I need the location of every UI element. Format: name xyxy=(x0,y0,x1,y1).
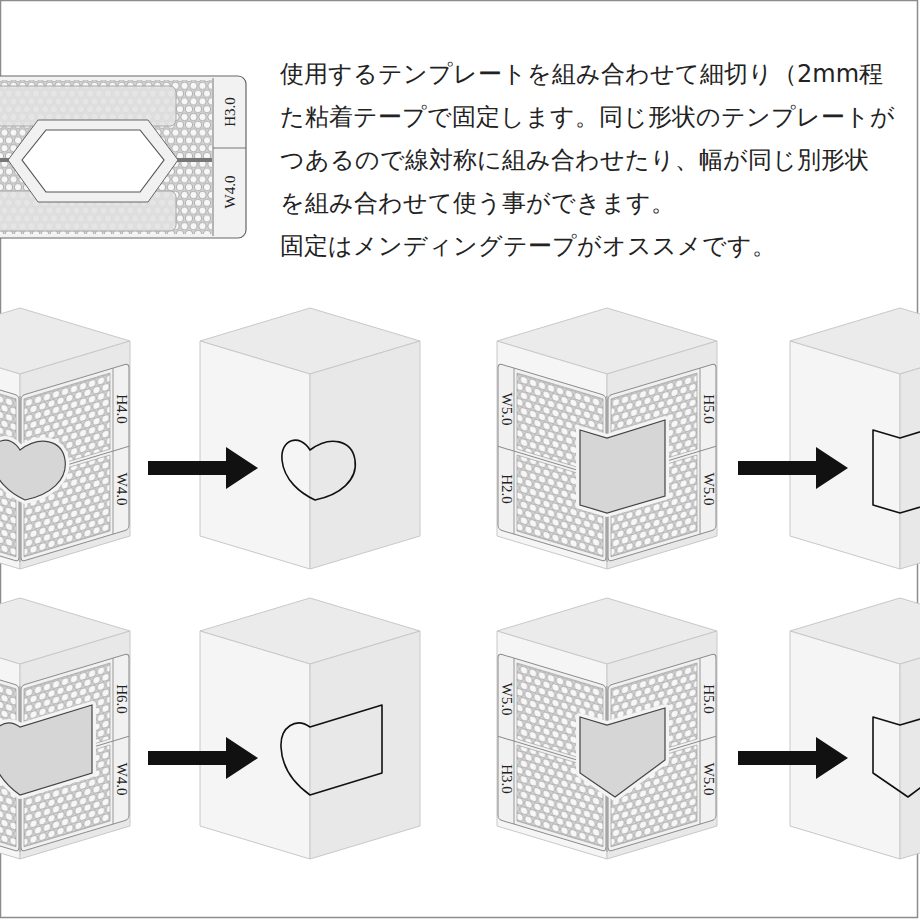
dimension-label: H5.0 xyxy=(701,684,716,714)
dimension-label: H3.0 xyxy=(499,764,514,794)
cube-with-template xyxy=(0,598,130,859)
dimension-label: W5.0 xyxy=(499,392,514,425)
drawn-shape xyxy=(282,440,355,500)
arrow xyxy=(738,737,848,779)
cube-right xyxy=(310,341,420,569)
dimension-label: H5.0 xyxy=(701,394,716,424)
dimension-label: W4.0 xyxy=(114,762,129,795)
dimension-label: W4.0 xyxy=(223,176,238,209)
template-sheet xyxy=(0,76,246,238)
cube-left xyxy=(790,631,900,859)
arrow xyxy=(738,447,848,489)
cube-left xyxy=(200,631,310,859)
cutout-frame xyxy=(0,440,65,500)
drawn-shape xyxy=(873,420,920,513)
label-divider xyxy=(514,658,515,824)
dimension-label: H2.0 xyxy=(499,474,514,504)
cube-with-template xyxy=(497,308,717,569)
hole-area xyxy=(0,80,212,234)
cutout-frame xyxy=(0,705,92,795)
hexagon-cutout xyxy=(22,130,164,192)
cutout-frame xyxy=(580,708,665,797)
cube-left xyxy=(200,341,310,569)
dimension-label: H3.0 xyxy=(223,97,238,127)
template-cutout xyxy=(580,708,665,797)
dimension-label: H6.0 xyxy=(114,684,129,714)
label-divider xyxy=(700,658,701,824)
label-divider xyxy=(514,368,515,534)
label-divider xyxy=(700,368,701,534)
result-cube xyxy=(790,598,920,859)
dimension-label: W5.0 xyxy=(499,682,514,715)
cube-right xyxy=(900,631,920,859)
cube-left xyxy=(790,341,900,569)
dimension-label: W5.0 xyxy=(701,762,716,795)
drawn-shape xyxy=(281,705,382,795)
result-cube xyxy=(790,308,920,569)
label-divider xyxy=(213,148,246,149)
strut xyxy=(176,158,212,162)
instruction-text: 使用するテンプレートを組み合わせて細切り（2mm程 た粘着テープで固定します。同… xyxy=(280,53,910,268)
flat-template xyxy=(0,76,246,238)
cube-right xyxy=(310,631,420,859)
result-cube xyxy=(200,598,420,859)
dimension-label: W4.0 xyxy=(114,472,129,505)
dimension-label: W5.0 xyxy=(701,472,716,505)
arrow xyxy=(148,737,258,779)
template-cutout xyxy=(0,705,92,795)
cube-with-template xyxy=(0,308,130,569)
cube-right xyxy=(900,341,920,569)
result-cube xyxy=(200,308,420,569)
drawn-shape xyxy=(873,708,920,797)
cutout-frame xyxy=(580,420,665,513)
label-divider xyxy=(213,78,214,236)
template-cutout xyxy=(0,440,65,500)
cutout-frame xyxy=(8,120,178,202)
label-divider xyxy=(113,658,114,824)
label-divider xyxy=(113,368,114,534)
template-cutout xyxy=(580,420,665,513)
cube-with-template xyxy=(497,598,717,859)
arrow xyxy=(148,447,258,489)
dimension-label: H4.0 xyxy=(114,394,129,424)
